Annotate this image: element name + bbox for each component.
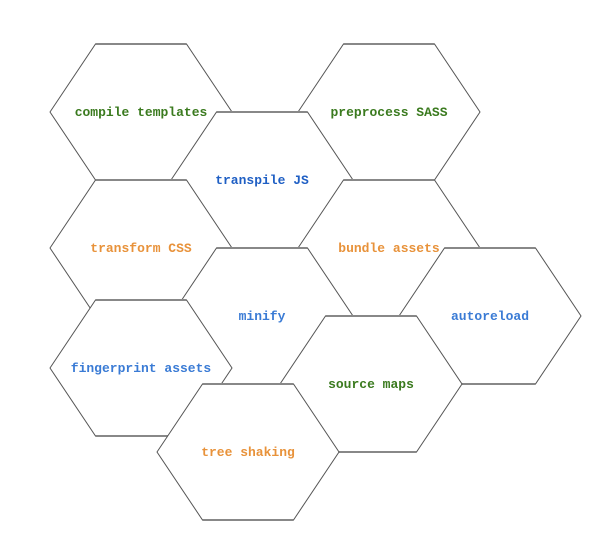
hex-source-maps: source maps xyxy=(279,315,463,453)
hex-label: autoreload xyxy=(398,247,582,385)
hexagon-shape xyxy=(49,299,233,437)
hex-label: preprocess SASS xyxy=(297,43,481,181)
hex-label-text: preprocess SASS xyxy=(330,104,448,120)
hex-label-text: minify xyxy=(238,308,286,324)
hex-label-text: transform CSS xyxy=(90,240,192,256)
hex-label-text: autoreload xyxy=(450,308,529,324)
hex-label: transform CSS xyxy=(49,179,233,317)
hex-label: minify xyxy=(170,247,354,385)
hex-label-text: compile templates xyxy=(74,104,208,120)
hex-label: fingerprint assets xyxy=(49,299,233,437)
hex-label: source maps xyxy=(279,315,463,453)
hex-label: bundle assets xyxy=(297,179,481,317)
hex-fingerprint-assets: fingerprint assets xyxy=(49,299,233,437)
hexagon-shape xyxy=(279,315,463,453)
hex-autoreload: autoreload xyxy=(398,247,582,385)
hex-tree-shaking: tree shaking xyxy=(156,383,340,521)
hex-label: transpile JS xyxy=(170,111,354,249)
hex-label-text: source maps xyxy=(328,376,414,392)
hexagon-shape xyxy=(398,247,582,385)
hex-label: compile templates xyxy=(49,43,233,181)
hex-label-text: fingerprint assets xyxy=(70,360,212,376)
hexagon-shape xyxy=(156,383,340,521)
hex-label-text: bundle assets xyxy=(338,240,440,256)
hex-label-text: tree shaking xyxy=(201,444,295,460)
hex-label: tree shaking xyxy=(156,383,340,521)
hex-label-text: transpile JS xyxy=(215,172,309,188)
